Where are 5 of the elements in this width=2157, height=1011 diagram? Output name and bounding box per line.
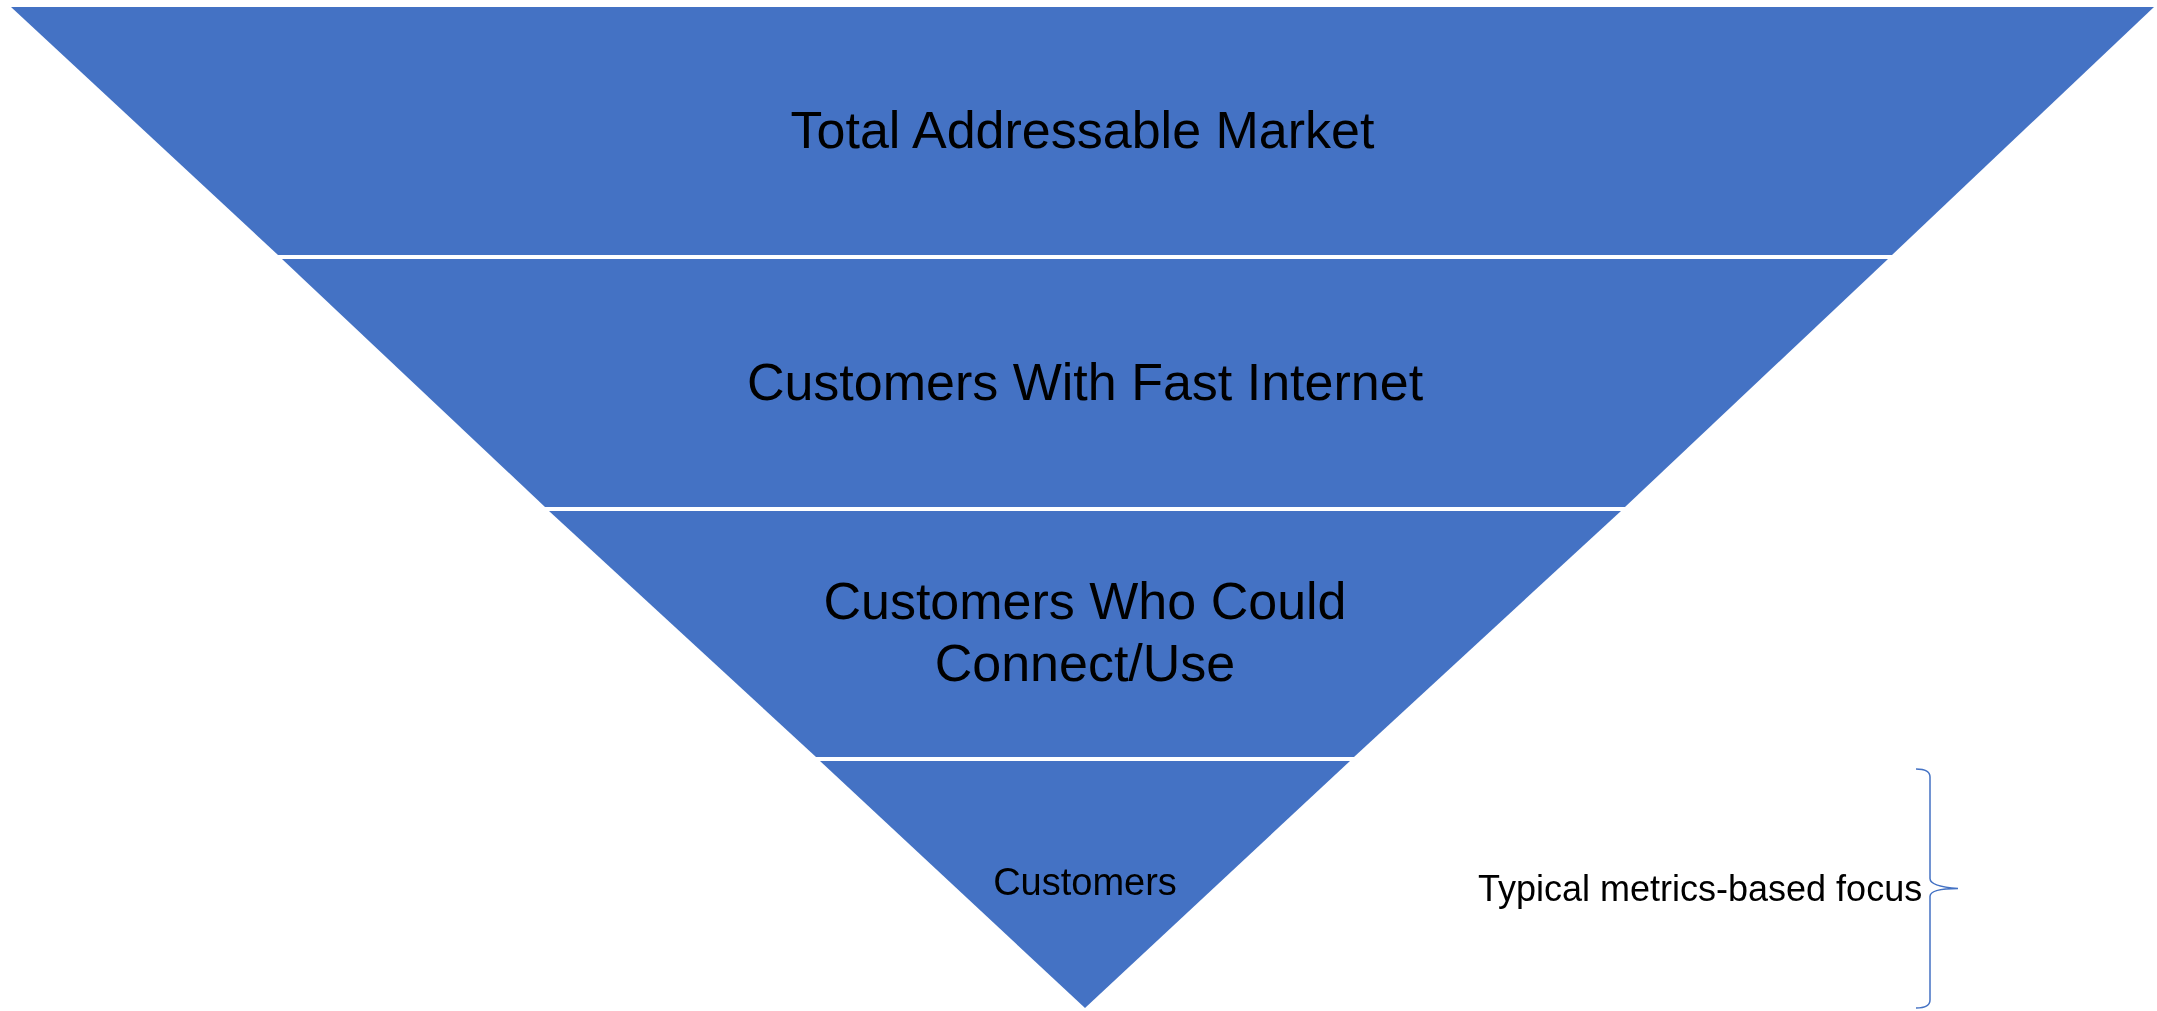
band-label: Total Addressable Market xyxy=(789,99,1376,161)
band-label: Customers xyxy=(992,860,1178,906)
band-label: Customers Who Could Connect/Use xyxy=(822,570,1348,694)
band-label: Customers With Fast Internet xyxy=(745,351,1425,413)
bracket-note: Typical metrics-based focus xyxy=(1478,867,1923,910)
